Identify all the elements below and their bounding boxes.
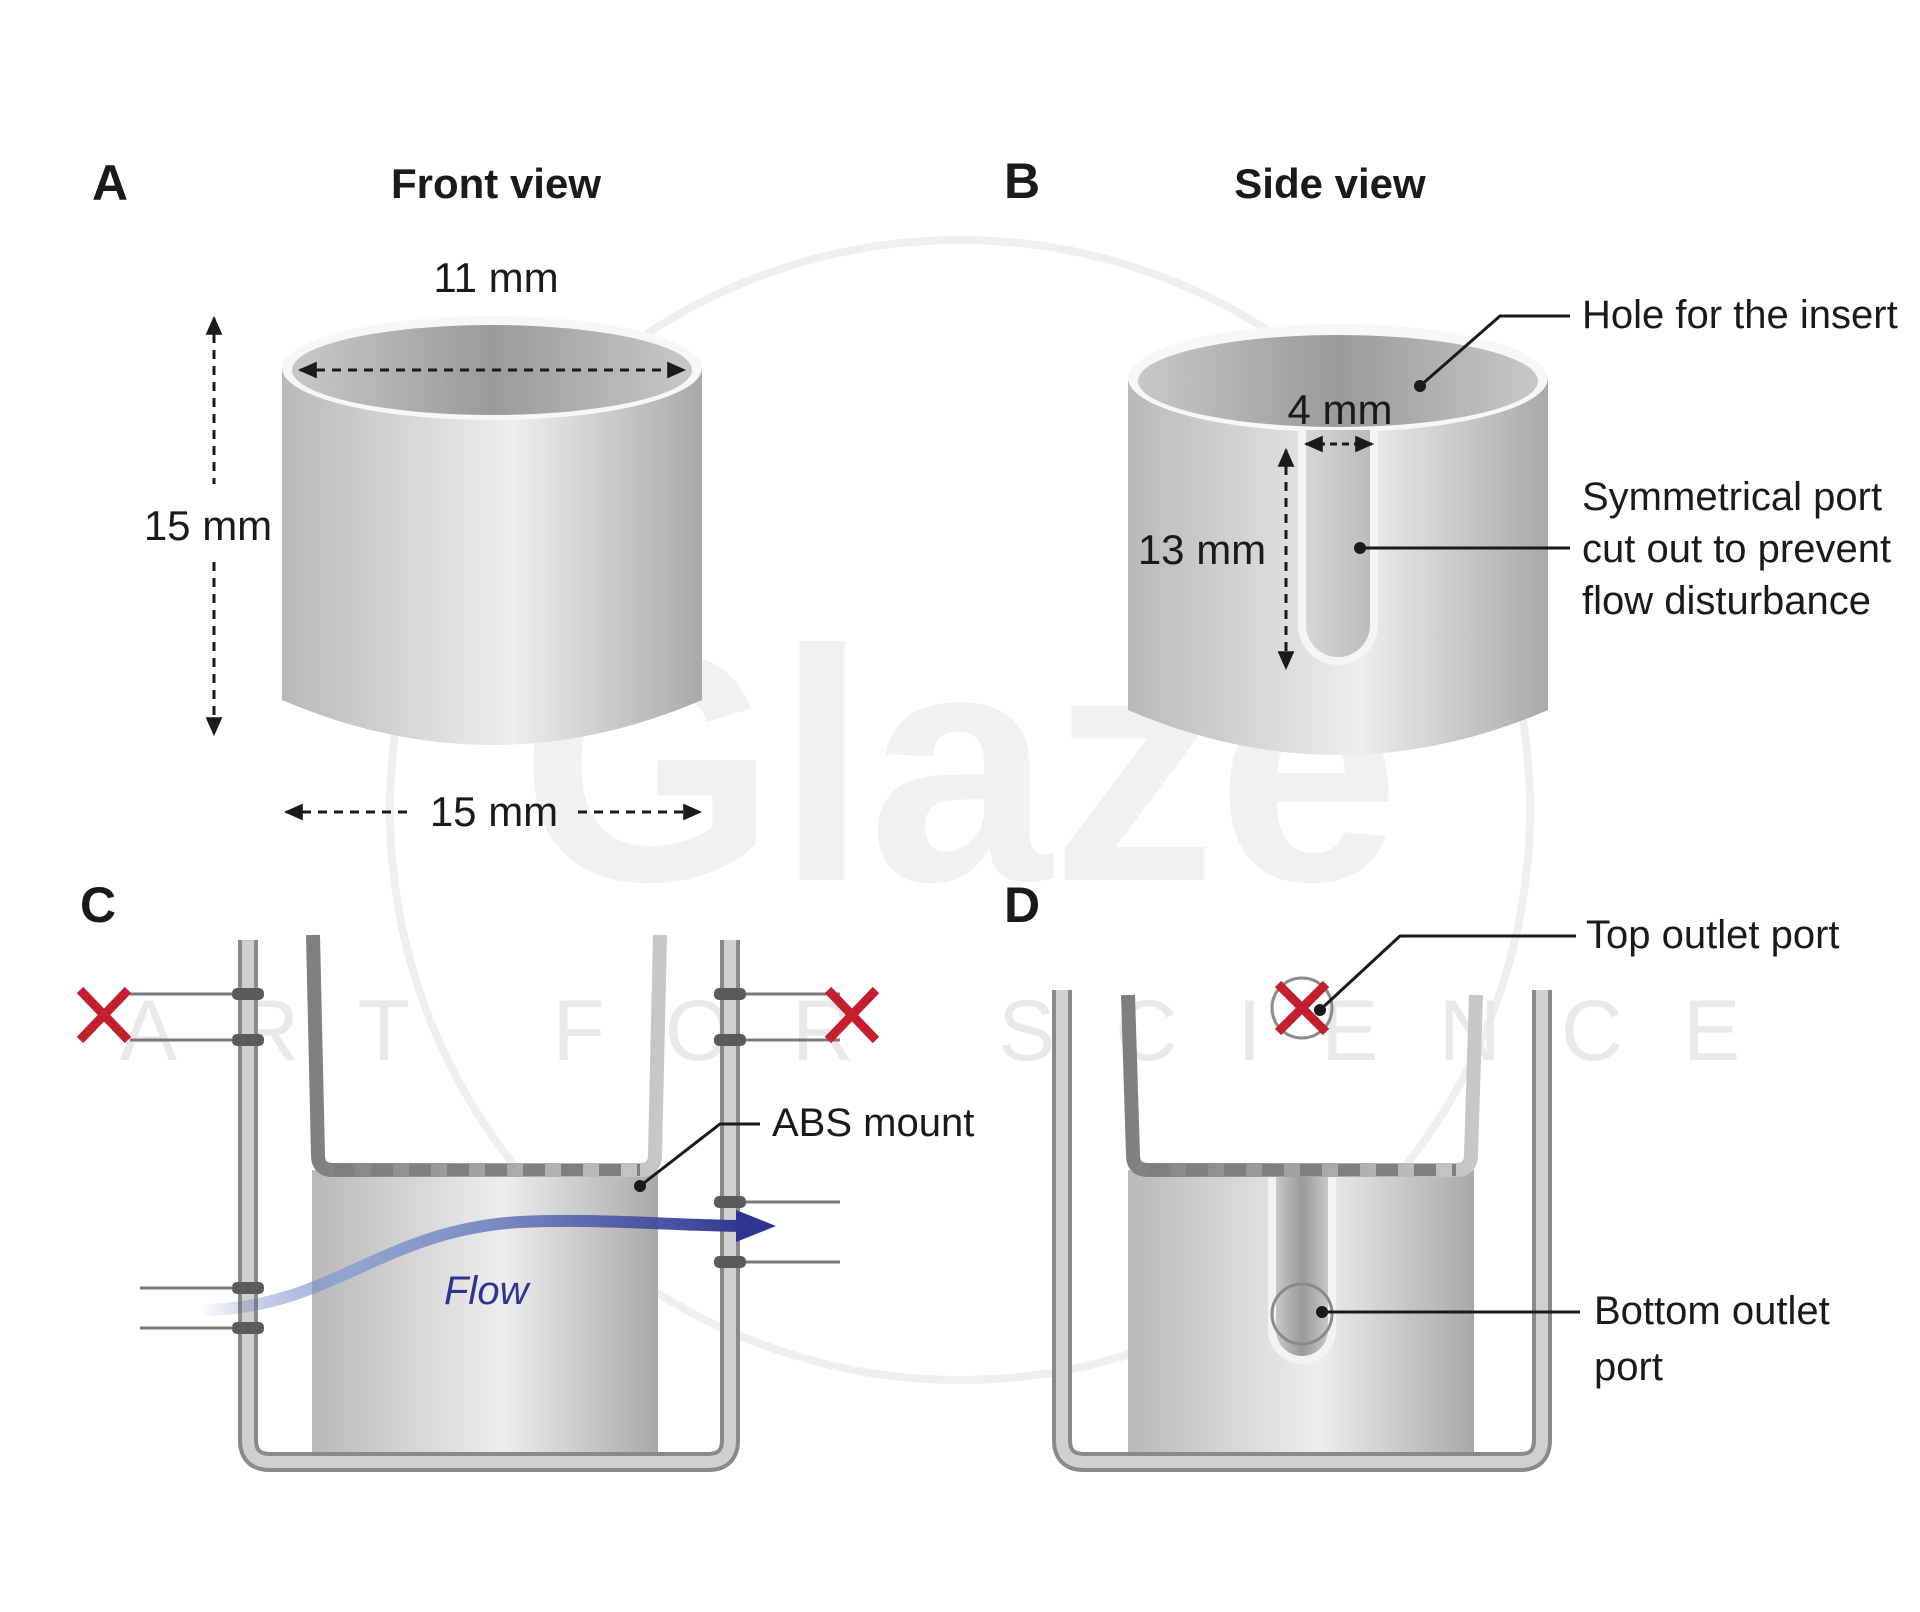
outer-chamber-wall [242, 940, 736, 1468]
blocked-top-outlet-port [1270, 976, 1334, 1040]
bottom-outlet-port-circle [1270, 1282, 1334, 1346]
front-view-cylinder [282, 316, 702, 745]
hole-callout-dot [1414, 380, 1426, 392]
top-outlet-port-circle [1270, 976, 1334, 1040]
slot-width-label: 4 mm [1288, 386, 1393, 433]
panel-c-chamber [130, 934, 840, 1472]
front-cylinder-body [282, 368, 702, 745]
left-port-clamps [232, 988, 264, 1334]
mount-callout-dot [634, 1180, 646, 1192]
clamp-right-bottom-1 [714, 1196, 746, 1208]
mount-callout-leader [639, 1122, 760, 1188]
clamp-left-top-1 [232, 988, 264, 1000]
blocked-x-top-outlet-stroke-2 [1274, 980, 1330, 1036]
flow-arrow-head [736, 1210, 776, 1242]
flow-label: Flow [444, 1269, 532, 1313]
panel-a-letter: A [92, 155, 128, 211]
height-label: 15 mm [144, 502, 272, 549]
mount-callout-text: ABS mount [772, 1101, 974, 1145]
blocked-top-port-left [76, 986, 132, 1044]
watermark: Glaze ART FOR SCIENCE [120, 236, 1740, 1384]
top-outlet-callout-leader [1318, 934, 1576, 1012]
port-lines [130, 992, 840, 1330]
port-callout-dot [1354, 542, 1366, 554]
panel-c-letter: C [80, 877, 116, 933]
right-port-clamps [714, 988, 746, 1268]
slot-height-label: 13 mm [1138, 526, 1266, 573]
width-label: 15 mm [430, 788, 558, 835]
side-view-cylinder [1128, 324, 1548, 755]
hole-callout-text: Hole for the insert [1582, 293, 1898, 337]
d-outer-chamber-wall [1056, 990, 1548, 1468]
clamp-left-top-2 [232, 1034, 264, 1046]
flow-arrow [194, 1214, 756, 1316]
blocked-x-right-stroke-2 [824, 986, 880, 1044]
diameter-label: 11 mm [433, 254, 558, 301]
blocked-x-left-stroke-2 [76, 986, 132, 1044]
clamp-right-top-1 [714, 988, 746, 1000]
clamp-right-top-2 [714, 1034, 746, 1046]
watermark-ring [386, 236, 1534, 1384]
clamp-right-bottom-2 [714, 1256, 746, 1268]
clamp-left-bottom-1 [232, 1282, 264, 1294]
panel-d-chamber [1052, 990, 1552, 1472]
panel-d-letter: D [1004, 877, 1040, 933]
top-outlet-callout-text: Top outlet port [1586, 913, 1840, 957]
d-port-cutout [1276, 1172, 1328, 1356]
bottom-outlet-callout-line-1: Bottom outlet [1594, 1289, 1830, 1333]
blocked-top-port-right [824, 986, 880, 1044]
bottom-outlet-callout-line-2: port [1594, 1345, 1663, 1389]
panel-b-title: Side view [1234, 160, 1426, 207]
side-cylinder-opening [1138, 335, 1538, 427]
clamp-left-bottom-2 [232, 1322, 264, 1334]
port-callout-line-3: flow disturbance [1582, 579, 1871, 623]
hole-callout-leader [1419, 314, 1570, 388]
bottom-outlet-callout-dot [1316, 1306, 1328, 1318]
port-callout-line-2: cut out to prevent [1582, 527, 1891, 571]
port-callout-line-1: Symmetrical port [1582, 475, 1882, 519]
panel-a-title: Front view [391, 160, 601, 207]
top-outlet-callout-dot [1314, 1004, 1326, 1016]
panel-b-letter: B [1004, 153, 1040, 209]
port-cutout [1306, 430, 1370, 657]
